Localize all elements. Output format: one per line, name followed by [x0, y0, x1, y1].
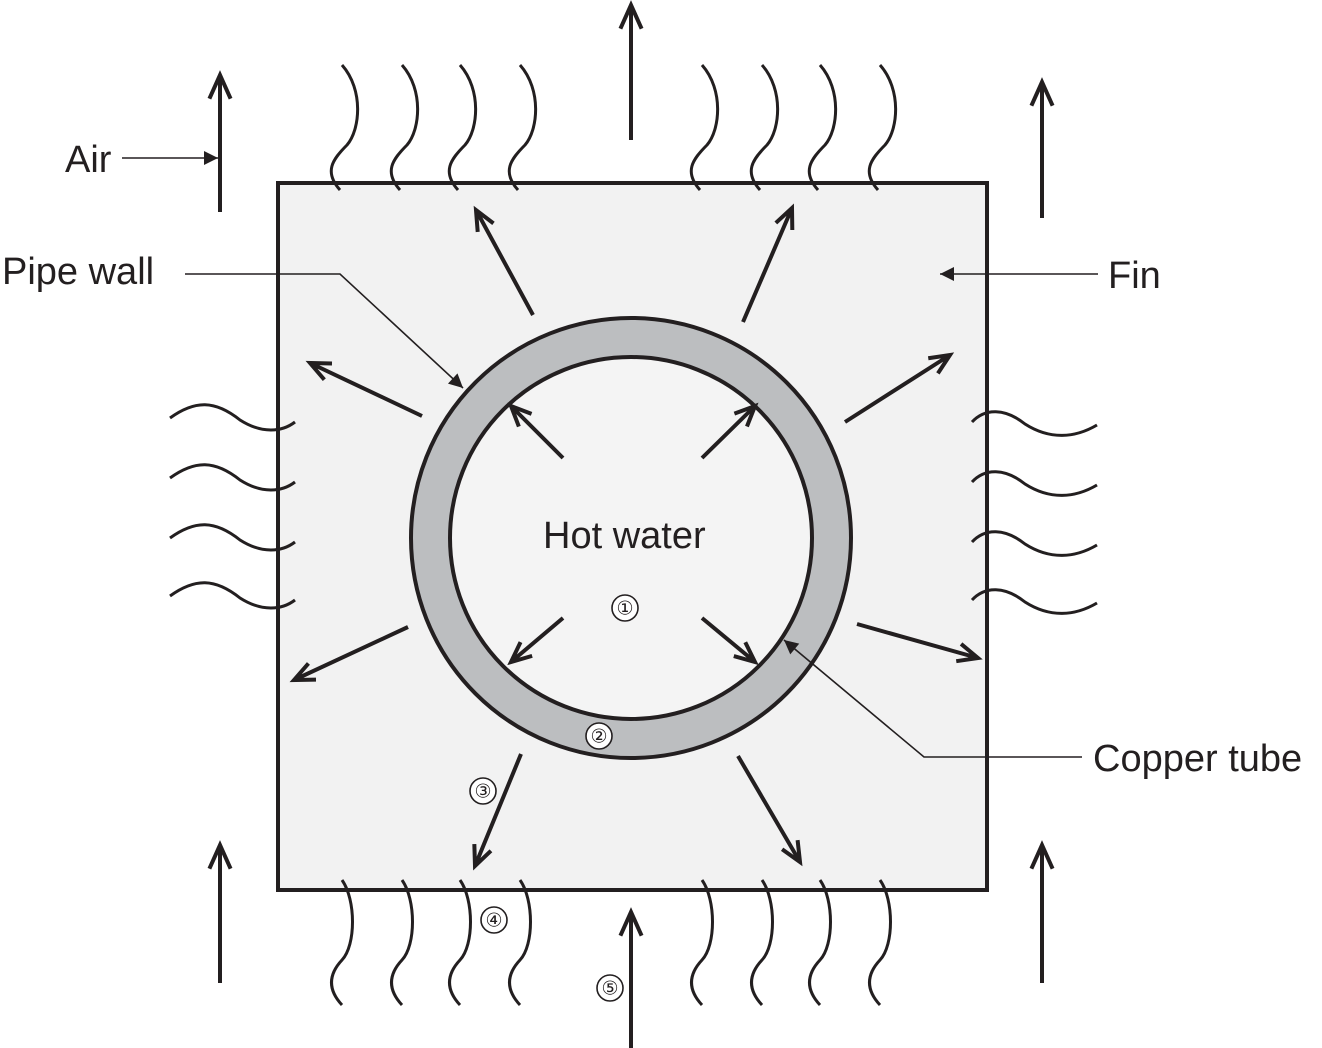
- copper-tube-label: Copper tube: [1093, 738, 1302, 780]
- svg-text:④: ④: [485, 911, 502, 932]
- convection-wave: [749, 64, 780, 191]
- pipe-wall-leader-line: [185, 273, 464, 389]
- heat-arrow: [507, 402, 565, 460]
- convection-wave: [389, 64, 420, 191]
- convection-wave: [169, 403, 296, 432]
- heat-flow-arrows: [289, 203, 983, 871]
- convection-wave: [807, 64, 838, 191]
- convection-wave: [390, 879, 414, 1007]
- heat-arrow: [507, 616, 565, 666]
- convection-wave: [448, 879, 472, 1007]
- heat-arrow: [289, 625, 409, 683]
- air-flow-arrow: [618, 907, 644, 1048]
- air-label: Air: [65, 139, 112, 181]
- svg-text:①: ①: [616, 599, 633, 620]
- heat-arrow: [736, 754, 803, 867]
- convection-wave: [970, 588, 1098, 615]
- convection-wave: [750, 879, 774, 1007]
- air-flow-arrow: [1029, 77, 1055, 218]
- convection-wave: [808, 879, 832, 1007]
- heat-arrow: [305, 360, 423, 418]
- svg-text:②: ②: [590, 727, 607, 748]
- pipe-wall-label: Pipe wall: [2, 251, 154, 293]
- convection-wave: [970, 470, 1098, 497]
- air-flow-arrows: [207, 0, 1055, 1048]
- svg-text:⑤: ⑤: [601, 979, 618, 1000]
- convection-wave: [169, 523, 296, 552]
- convection-wave: [329, 64, 360, 191]
- convection-wave: [689, 64, 720, 191]
- convection-wave: [169, 581, 296, 610]
- heat-arrow: [856, 622, 983, 664]
- convection-wave: [868, 879, 892, 1007]
- copper-tube-leader-line: [783, 639, 1082, 758]
- hot-water-label: Hot water: [543, 515, 706, 557]
- marker-4: ④: [480, 906, 508, 934]
- convection-wave: [169, 463, 296, 492]
- marker-5: ⑤: [596, 974, 624, 1002]
- convection-wave: [690, 879, 714, 1007]
- convection-wave: [867, 64, 898, 191]
- air-flow-arrow: [207, 70, 233, 212]
- convection-wave: [508, 879, 532, 1007]
- heat-arrow: [473, 205, 535, 316]
- convection-waves: [169, 64, 1098, 1007]
- convection-wave: [330, 879, 354, 1007]
- hot-water-region: [448, 355, 814, 721]
- marker-3: ③: [469, 777, 497, 805]
- svg-text:③: ③: [474, 782, 491, 803]
- heat-arrow: [741, 203, 795, 323]
- heat-arrow: [700, 402, 759, 460]
- marker-2: ②: [585, 722, 613, 750]
- marker-1: ①: [611, 594, 639, 622]
- air-flow-arrow: [618, 0, 644, 140]
- fin-label: Fin: [1108, 255, 1161, 297]
- convection-wave: [970, 410, 1098, 437]
- air-flow-arrow: [1029, 840, 1055, 983]
- heat-arrow: [472, 753, 523, 871]
- air-flow-arrow: [207, 840, 233, 983]
- convection-wave: [447, 64, 478, 191]
- convection-wave: [507, 64, 538, 191]
- heat-arrow: [843, 352, 955, 424]
- convection-wave: [970, 530, 1098, 557]
- heat-arrow: [700, 616, 759, 666]
